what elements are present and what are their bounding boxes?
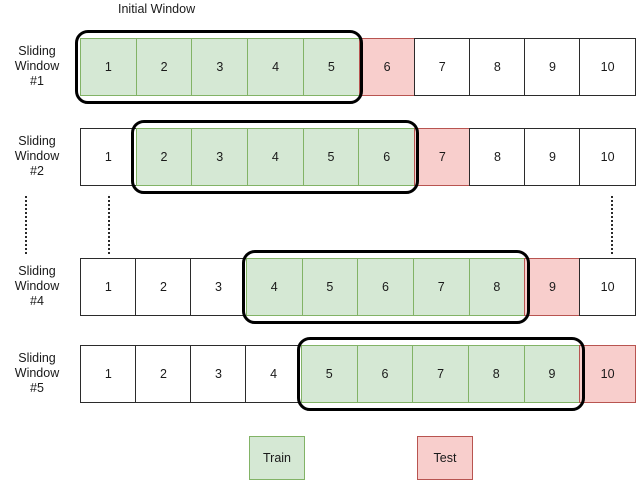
cell-test[interactable]: 10	[579, 345, 636, 403]
cell-white[interactable]: 9	[524, 128, 581, 186]
cell-train[interactable]: 5	[302, 38, 360, 96]
cell-train[interactable]: 2	[135, 128, 193, 186]
initial-window-caption: Initial Window	[118, 2, 196, 16]
row-label-line: Sliding	[18, 44, 56, 58]
row-label-line: Window	[14, 149, 60, 163]
cell-train[interactable]: 4	[247, 128, 304, 186]
cell-test[interactable]: 9	[524, 258, 581, 316]
cell-train[interactable]: 3	[191, 38, 249, 96]
cell-train[interactable]: 2	[135, 38, 193, 96]
cell-white[interactable]: 10	[579, 38, 636, 96]
row-label-line: #5	[30, 381, 44, 395]
row-label-line: Sliding	[18, 264, 56, 278]
cell-train[interactable]: 5	[301, 258, 359, 316]
cell-white[interactable]: 3	[190, 258, 247, 316]
cell-train[interactable]: 5	[302, 128, 360, 186]
cell-train[interactable]: 6	[356, 345, 414, 403]
row-label-line: Sliding	[18, 351, 56, 365]
cell-white[interactable]: 9	[524, 38, 581, 96]
cell-train[interactable]: 6	[358, 128, 416, 186]
legend-test: Test	[417, 436, 473, 480]
cell-train[interactable]: 7	[412, 258, 470, 316]
cell-train[interactable]: 1	[80, 38, 137, 96]
cell-train[interactable]: 6	[357, 258, 414, 316]
cell-train[interactable]: 9	[523, 345, 581, 403]
cell-white[interactable]: 1	[80, 345, 137, 403]
cell-train[interactable]: 4	[247, 38, 304, 96]
row-label-line: #4	[30, 294, 44, 308]
row-label-line: #1	[30, 74, 44, 88]
row-label-line: Window	[14, 59, 60, 73]
row-label-line: Window	[14, 279, 60, 293]
cell-train[interactable]: 7	[412, 345, 469, 403]
cell-train[interactable]: 4	[245, 258, 303, 316]
cell-white[interactable]: 4	[245, 345, 302, 403]
cell-white[interactable]: 7	[413, 38, 471, 96]
vertical-ellipsis	[25, 196, 27, 254]
cell-white[interactable]: 2	[135, 258, 192, 316]
cell-white[interactable]: 1	[80, 128, 137, 186]
cell-white[interactable]: 8	[468, 38, 526, 96]
cell-test[interactable]: 6	[358, 38, 416, 96]
cell-white[interactable]: 2	[135, 345, 192, 403]
cell-white[interactable]: 10	[579, 128, 636, 186]
vertical-ellipsis	[611, 196, 613, 254]
cell-white[interactable]: 10	[579, 258, 636, 316]
vertical-ellipsis	[108, 196, 110, 254]
cell-train[interactable]: 8	[468, 258, 526, 316]
row-label-line: Sliding	[18, 134, 56, 148]
legend-train: Train	[249, 436, 305, 480]
cell-white[interactable]: 3	[190, 345, 247, 403]
cell-train[interactable]: 5	[300, 345, 358, 403]
cell-white[interactable]: 8	[469, 128, 526, 186]
cell-train[interactable]: 3	[191, 128, 249, 186]
cell-test[interactable]: 7	[414, 128, 471, 186]
cell-train[interactable]: 8	[467, 345, 525, 403]
row-label-line: #2	[30, 164, 44, 178]
row-label-line: Window	[14, 366, 60, 380]
cell-white[interactable]: 1	[80, 258, 137, 316]
